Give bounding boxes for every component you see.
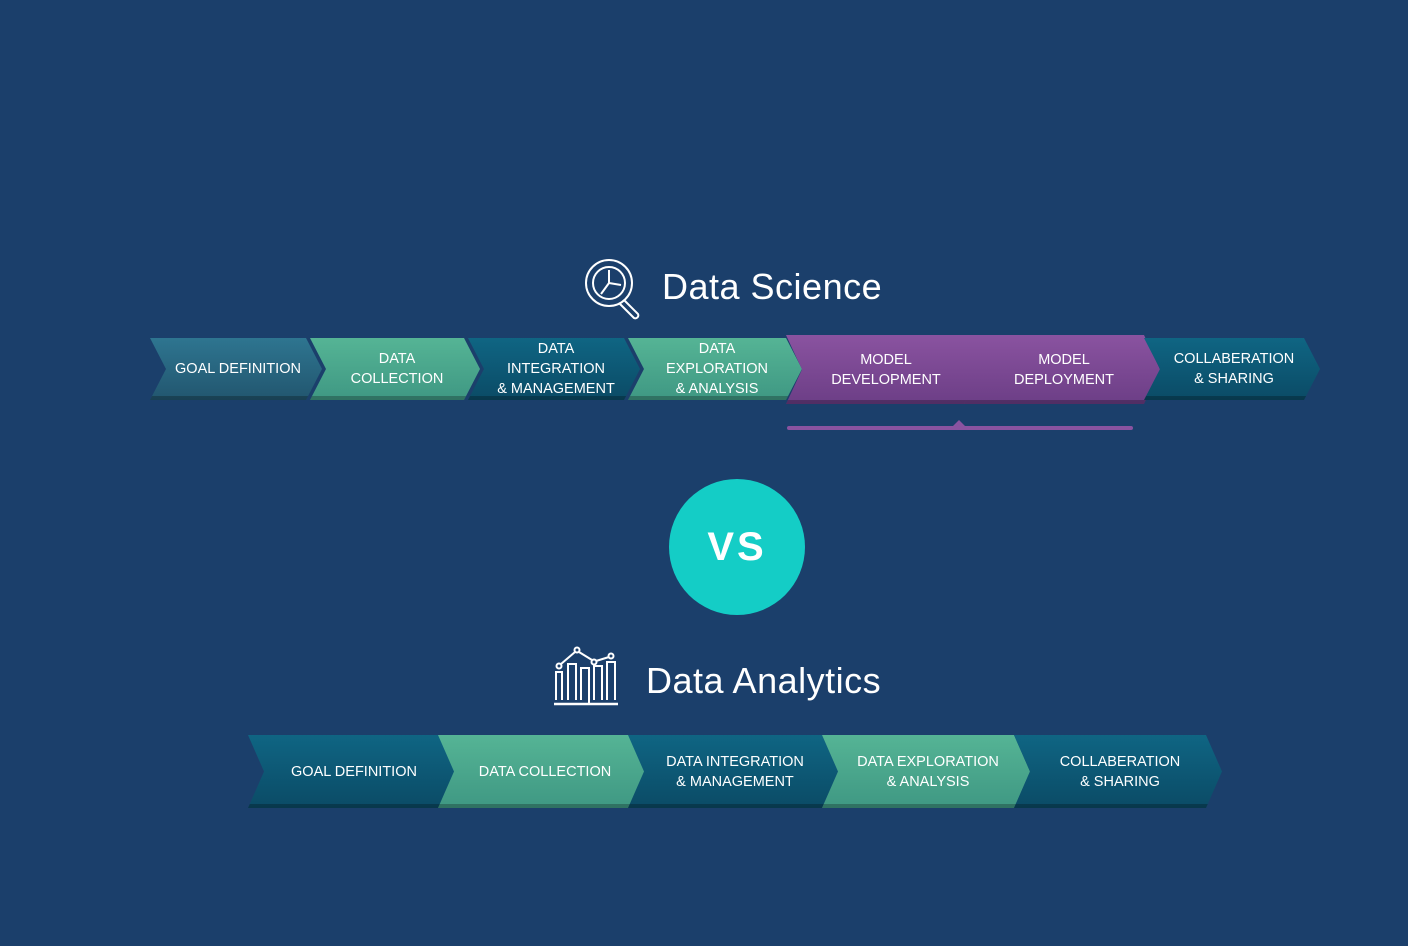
- ds-step-data-integration: DATA INTEGRATION & MANAGEMENT: [468, 338, 640, 400]
- da-step-data-exploration: DATA EXPLORATION & ANALYSIS: [822, 735, 1030, 808]
- ds-step-data-collection: DATA COLLECTION: [310, 338, 480, 400]
- magnifier-pie-chart-icon: [585, 259, 640, 320]
- da-step-goal-definition: GOAL DEFINITION: [248, 735, 456, 808]
- model-stage-bracket-notch: [953, 420, 965, 426]
- ds-step-model-deployment: MODEL DEPLOYMENT: [964, 335, 1160, 404]
- bar-line-chart-icon: [554, 646, 618, 706]
- ds-step-goal-definition: GOAL DEFINITION: [150, 338, 322, 400]
- ds-step-model-development: MODEL DEVELOPMENT: [786, 335, 982, 404]
- vs-badge: VS: [669, 479, 805, 615]
- data-science-title: Data Science: [662, 266, 883, 307]
- model-stage-bracket: [787, 426, 1133, 430]
- data-analytics-title: Data Analytics: [646, 660, 882, 701]
- da-step-collaboration: COLLABERATION & SHARING: [1014, 735, 1222, 808]
- ds-step-collaboration: COLLABERATION & SHARING: [1144, 338, 1320, 400]
- da-step-data-integration: DATA INTEGRATION & MANAGEMENT: [628, 735, 838, 808]
- da-step-data-collection: DATA COLLECTION: [438, 735, 648, 808]
- ds-step-data-exploration: DATA EXPLORATION & ANALYSIS: [628, 338, 802, 400]
